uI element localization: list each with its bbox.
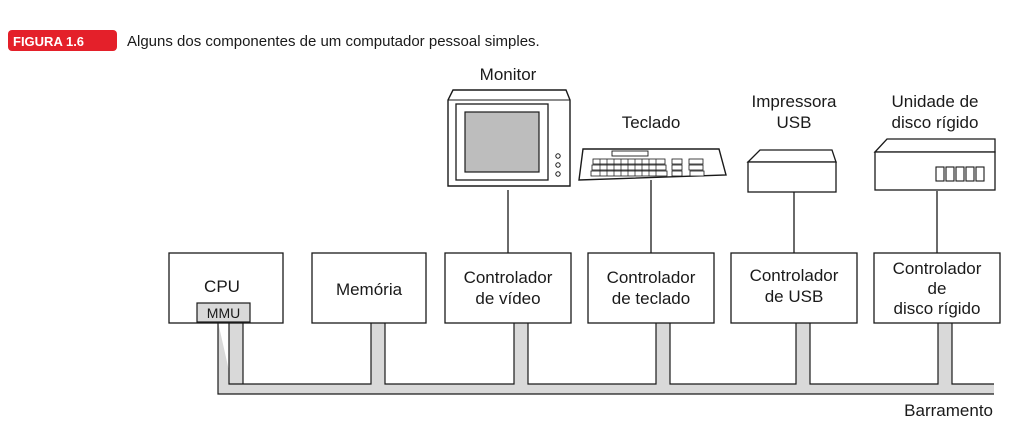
- keyboard-icon: Teclado: [578, 113, 727, 181]
- usb-controller-line-2: de USB: [765, 287, 824, 306]
- printer-label-line-2: USB: [777, 113, 812, 132]
- disk-controller-line-2: de: [928, 279, 947, 298]
- usb-controller-line-1: Controlador: [750, 266, 839, 285]
- video-controller-line-1: Controlador: [464, 268, 553, 287]
- figure-caption: FIGURA 1.6 Alguns dos componentes de um …: [8, 30, 540, 51]
- cpu-label: CPU: [204, 277, 240, 296]
- printer-icon: Impressora USB: [746, 92, 837, 193]
- mmu-label: MMU: [207, 305, 240, 321]
- disk-controller-line-3: disco rígido: [894, 299, 981, 318]
- monitor-label: Monitor: [480, 65, 537, 84]
- figure-tag: FIGURA 1.6: [13, 34, 84, 49]
- video-controller-line-2: de vídeo: [475, 289, 540, 308]
- hard-disk-icon: Unidade de disco rígido: [873, 92, 996, 191]
- keyboard-label: Teclado: [622, 113, 681, 132]
- memory-label: Memória: [336, 280, 403, 299]
- video-controller-box: Controlador de vídeo: [444, 252, 572, 324]
- keyboard-controller-box: Controlador de teclado: [587, 252, 715, 324]
- figure-caption-text: Alguns dos componentes de um computador …: [127, 33, 540, 50]
- disk-controller-line-1: Controlador: [893, 259, 982, 278]
- bus: Barramento: [217, 322, 994, 420]
- keyboard-controller-line-2: de teclado: [612, 289, 690, 308]
- figure-tag-background: [8, 30, 117, 51]
- memory-box: Memória: [311, 252, 427, 324]
- device-connectors: [507, 180, 938, 253]
- bus-label: Barramento: [904, 401, 993, 420]
- disk-label-line-2: disco rígido: [892, 113, 979, 132]
- disk-label-line-1: Unidade de: [892, 92, 979, 111]
- monitor-icon: Monitor: [447, 65, 571, 187]
- cpu-box: CPU MMU: [168, 252, 284, 324]
- usb-controller-box: Controlador de USB: [730, 252, 858, 324]
- keyboard-controller-line-1: Controlador: [607, 268, 696, 287]
- mmu-box: [196, 302, 251, 323]
- printer-label-line-1: Impressora: [751, 92, 837, 111]
- disk-controller-box: Controlador de disco rígido: [873, 252, 1001, 324]
